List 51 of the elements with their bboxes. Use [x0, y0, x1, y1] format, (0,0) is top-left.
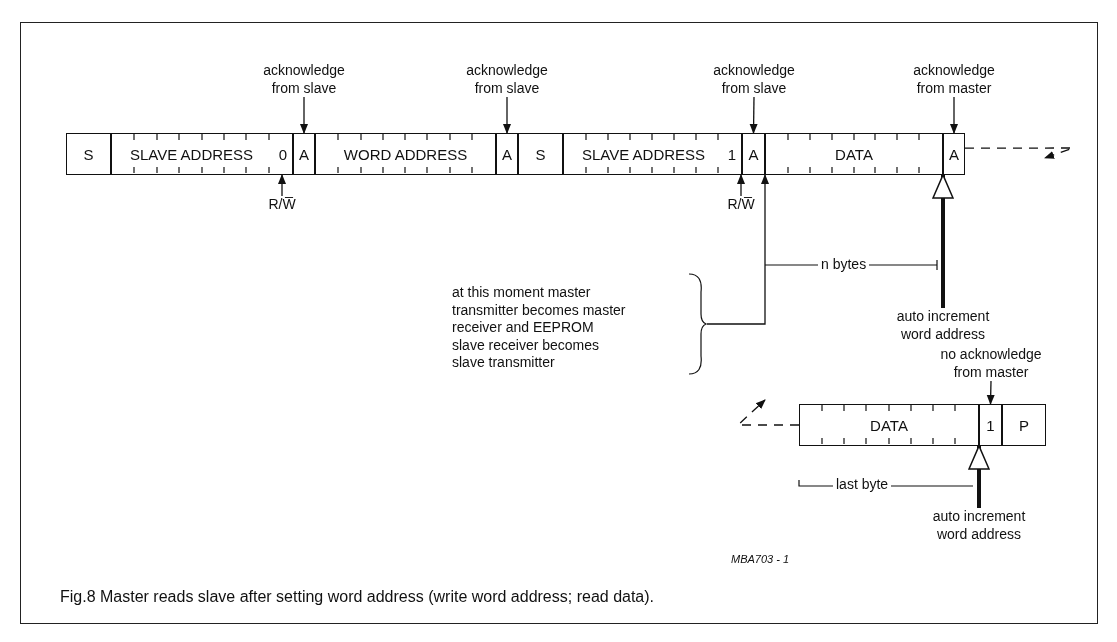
bit-field	[111, 133, 293, 175]
bracketed-note	[452, 272, 707, 376]
bit-field	[563, 133, 742, 175]
field-label: DATA	[869, 416, 909, 434]
bit-field	[742, 133, 765, 175]
annotation-text: at this moment master transmitter becomes master receiver and EEPROM slave receiver becomes slave transmitter	[452, 284, 627, 372]
bit-field	[799, 404, 979, 446]
annotation-text: R/W̅	[721, 196, 761, 214]
field-label: S	[82, 145, 95, 163]
field-label: A	[298, 145, 310, 163]
field-label: 1	[985, 416, 996, 434]
arrow	[950, 96, 958, 134]
annotation-text: no acknowledge from master	[926, 346, 1056, 381]
arrow	[278, 174, 286, 197]
field-label: S	[534, 145, 547, 163]
dimension-label: n bytes	[818, 256, 870, 272]
bit-field	[943, 133, 965, 175]
block-arrow	[932, 174, 954, 308]
bit-field	[518, 133, 563, 175]
block-arrow	[968, 445, 990, 508]
arrow	[300, 96, 308, 134]
field-label: A	[501, 145, 513, 163]
bit-value: 0	[278, 145, 287, 163]
annotation-text: acknowledge from slave	[457, 62, 557, 97]
arrow	[706, 174, 769, 325]
field-label: WORD ADDRESS	[342, 145, 469, 163]
field-label: DATA	[834, 145, 874, 163]
bit-field	[496, 133, 518, 175]
field-label: P	[1018, 416, 1030, 434]
figure-caption: Fig.8 Master reads slave after setting word address (write word address; read data).	[60, 588, 655, 606]
field-label: SLAVE ADDRESS	[582, 145, 706, 163]
bit-field	[66, 133, 111, 175]
field-label: SLAVE ADDRESS	[130, 145, 254, 163]
field-label: A	[948, 145, 960, 163]
dimension-label: last byte	[833, 476, 892, 492]
annotation-text: acknowledge from master	[904, 62, 1004, 97]
bit-field	[765, 133, 943, 175]
arrow	[737, 174, 745, 197]
bit-field	[315, 133, 496, 175]
annotation-text: auto increment word address	[929, 508, 1029, 543]
bit-value: 1	[727, 145, 736, 163]
field-label: A	[747, 145, 760, 163]
annotation-text: R/W̅	[262, 196, 302, 214]
bit-field	[1002, 404, 1046, 446]
arrow	[749, 96, 758, 134]
bit-field	[293, 133, 315, 175]
arrow	[503, 96, 511, 134]
bit-field	[979, 404, 1002, 446]
annotation-text: acknowledge from slave	[704, 62, 804, 97]
annotation-text: acknowledge from slave	[254, 62, 354, 97]
arrow	[986, 380, 995, 405]
